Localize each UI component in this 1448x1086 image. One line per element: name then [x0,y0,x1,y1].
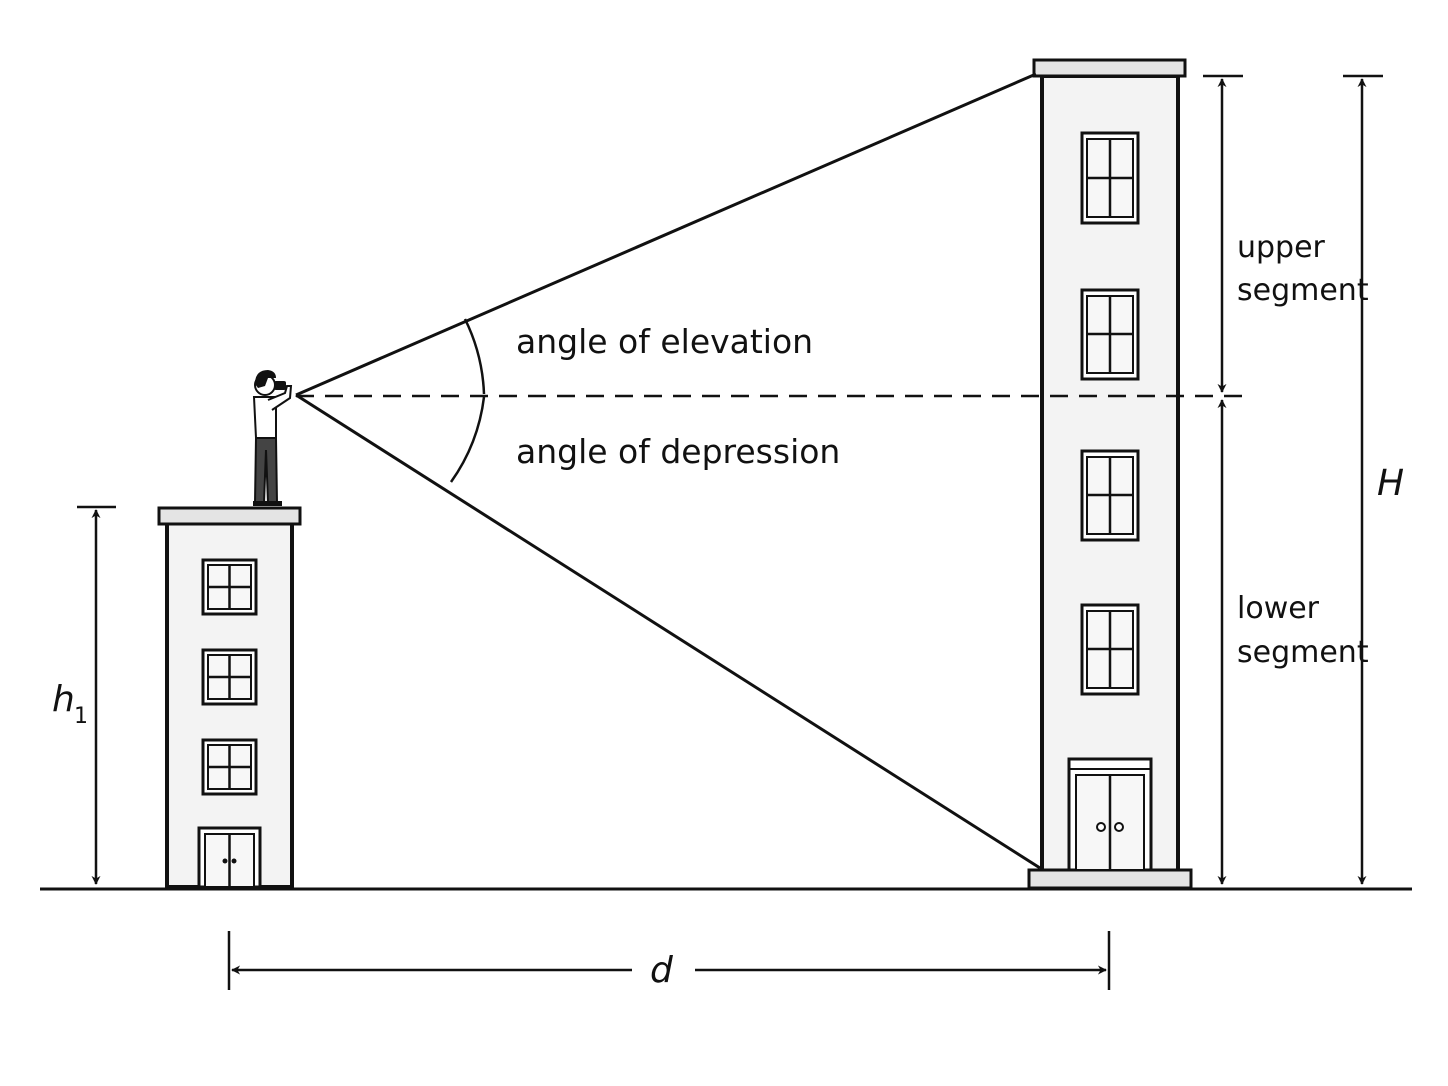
short-building-door [197,826,262,889]
observer-height-subscript: 1 [74,704,88,729]
segment-dimensions [1203,74,1243,885]
angle-of-elevation-label: angle of elevation [516,322,813,361]
depression-angle-arc [449,396,486,483]
tall-building-window [1080,449,1140,542]
distance-dimension [227,931,1111,990]
observer-person [252,370,293,506]
tall-building-window [1080,603,1140,696]
observer-height-label: h [52,679,75,720]
total-height-dimension [1343,74,1383,885]
short-building-window [201,738,258,796]
short-building-window [201,558,258,616]
tall-building [1027,58,1193,890]
lower-segment-label: lower segment [1237,591,1369,670]
angle-of-depression-label: angle of depression [516,432,840,471]
observer-height-dimension [77,505,116,885]
short-building-window [201,648,258,706]
line-of-sight-depression [295,393,1041,870]
tall-building-door [1067,757,1153,872]
upper-segment-label: upper segment [1237,230,1369,308]
tall-building-window [1080,288,1140,381]
elevation-angle-arc [463,318,486,395]
total-height-label: H [1377,463,1404,504]
distance-label: d [650,950,674,991]
short-building [157,506,302,889]
line-of-sight-elevation [295,72,1037,397]
tall-building-window [1080,131,1140,225]
